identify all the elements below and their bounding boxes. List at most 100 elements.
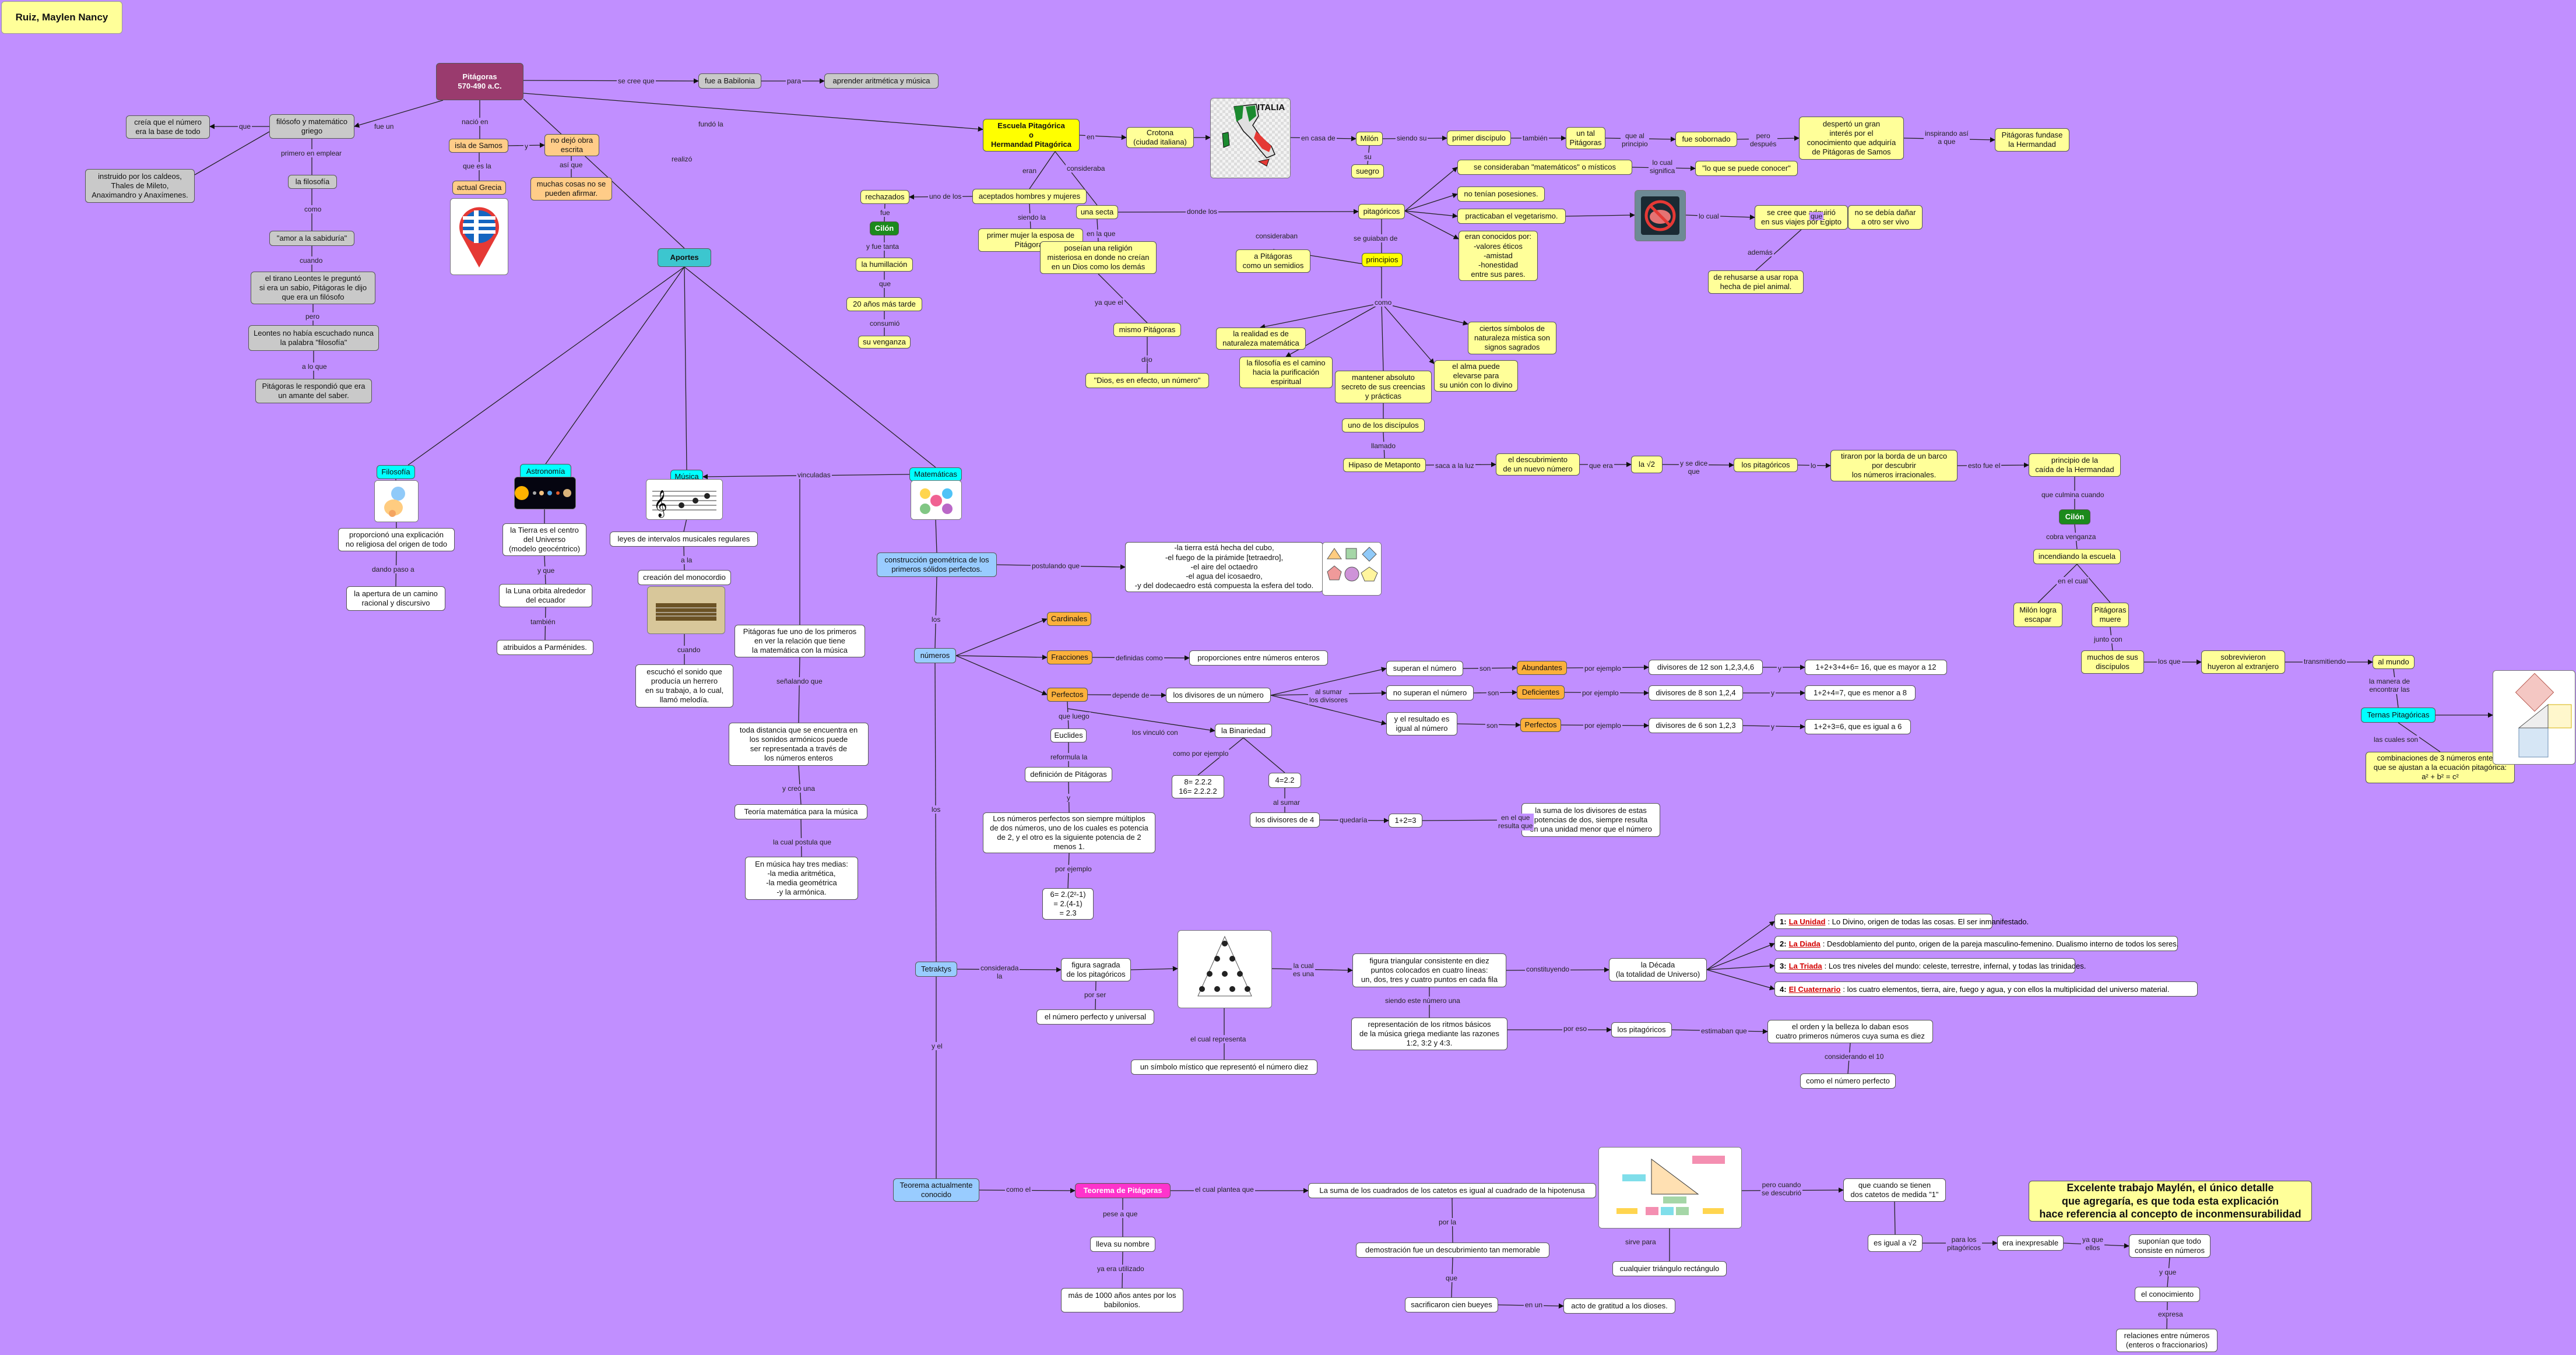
node-isla-samos[interactable]: isla de Samos [449,139,508,153]
node-principio-caida[interactable]: principio de la caída de la Hermandad [2029,453,2121,477]
node-no-dejo[interactable]: no dejó obra escrita [544,134,599,156]
node-div-12[interactable]: divisores de 12 son 1,2,3,4,6 [1649,660,1763,675]
node-mas-1000[interactable]: más de 1000 años antes por los babilonio… [1061,1288,1183,1312]
node-teorema-pitagoras[interactable]: Teorema de Pitágoras [1075,1183,1171,1198]
node-fue-babilonia[interactable]: fue a Babilonia [698,73,761,89]
node-ejemplo-8[interactable]: 8= 2.2.2 16= 2.2.2.2 [1172,775,1224,798]
node-escucho[interactable]: escuchó el sonido que producía un herrer… [635,664,733,708]
node-aprender-aritmetica[interactable]: aprender aritmética y música [824,73,939,89]
node-como-numero-perfecto[interactable]: como el número perfecto [1800,1074,1896,1089]
node-no-superan[interactable]: no superan el número [1386,685,1474,701]
node-descubrimiento[interactable]: el descubrimiento de un nuevo número [1496,453,1580,476]
node-div-8[interactable]: divisores de 8 son 1,2,4 [1649,685,1743,701]
node-uno-discipulos[interactable]: uno de los discípulos [1342,418,1425,432]
node-deficientes[interactable]: Deficientes [1517,685,1565,699]
node-el-conocimiento[interactable]: el conocimiento [2135,1287,2200,1302]
node-luna-orbita[interactable]: la Luna orbita alrededor del ecuador [499,584,592,607]
node-tierra-centro[interactable]: la Tierra es el centro del Universo (mod… [502,523,586,556]
node-la-apertura[interactable]: la apertura de un camino racional y disc… [346,586,445,611]
node-suma-divisores[interactable]: la suma de los divisores de estas potenc… [1521,803,1660,837]
node-euclides[interactable]: Euclides [1050,728,1087,742]
node-numeros[interactable]: números [914,648,956,663]
node-1-mas-2[interactable]: 1+2=3 [1389,814,1422,828]
node-desperto[interactable]: despertó un gran interés por el conocimi… [1799,117,1904,160]
node-escuela-pitagorica[interactable]: Escuela Pitagórica o Hermandad Pitagóric… [983,119,1080,152]
node-era-inexpresable[interactable]: era inexpresable [1997,1236,2064,1251]
node-lleva-nombre[interactable]: lleva su nombre [1090,1237,1155,1252]
node-proporciones[interactable]: proporciones entre números enteros [1189,650,1328,666]
node-a-pitagoras-semidios[interactable]: a Pitágoras como un semidios [1236,249,1310,273]
node-formula-6[interactable]: 6= 2.(2²-1) = 2.(4-1) = 2.3 [1042,888,1094,920]
node-pitagoras-fundase[interactable]: Pitágoras fundase la Hermandad [1995,128,2069,152]
tetraktys-item-key[interactable]: El Cuaternario [1788,984,1841,994]
node-actual-grecia[interactable]: actual Grecia [452,181,506,195]
node-pitagoricos[interactable]: pitagóricos [1358,204,1405,219]
node-relaciones[interactable]: relaciones entre números (enteros o frac… [2116,1329,2217,1352]
node-acto-gratitud[interactable]: acto de gratitud a los dioses. [1563,1298,1675,1314]
node-orden-belleza[interactable]: el orden y la belleza lo daban esos cuat… [1767,1020,1933,1043]
node-pitagoras-respondio[interactable]: Pitágoras le respondió que era un amante… [255,379,372,403]
node-decada[interactable]: la Década (la totalidad de Universo) [1609,958,1707,981]
node-filosofia-camino[interactable]: la filosofía es el camino hacia la purif… [1239,357,1333,388]
node-aceptados[interactable]: aceptados hombres y mujeres [972,189,1087,204]
node-no-tenian[interactable]: no tenían posesiones. [1457,186,1545,202]
node-eran-conocidos[interactable]: eran conocidos por: -valores éticos -ami… [1459,231,1538,281]
node-pitagoras-muere[interactable]: Pitágoras muere [2092,603,2129,627]
node-atribuidos[interactable]: atribuidos a Parménides. [497,640,593,655]
node-numero-perfecto[interactable]: el número perfecto y universal [1036,1009,1154,1025]
node-hipaso[interactable]: Hipaso de Metaponto [1343,458,1426,472]
node-milon[interactable]: Milón [1356,132,1383,146]
node-div-6[interactable]: divisores de 6 son 1,2,3 [1649,718,1743,733]
node-teorema-conocido[interactable]: Teorema actualmente conocido [893,1178,979,1202]
node-definicion[interactable]: definición de Pitágoras [1025,767,1112,782]
node-es-igual-raiz[interactable]: es igual a √2 [1868,1234,1923,1252]
node-divisores-4[interactable]: los divisores de 4 [1250,812,1320,828]
node-res-12[interactable]: 1+2+3+4+6= 16, que es mayor a 12 [1805,660,1947,675]
node-primer-mujer[interactable]: primer mujer la esposa de Pitágoras [978,228,1083,252]
node-incendiando[interactable]: incendiando la escuela [2033,549,2121,564]
node-mantener[interactable]: mantener absoluto secreto de sus creenci… [1335,371,1432,403]
node-abundantes[interactable]: Abundantes [1517,661,1567,675]
tetraktys-item-1[interactable]: 1:La Unidad: Lo Divino, origen de todas … [1774,914,2029,929]
node-ciertos-simbolos[interactable]: ciertos símbolos de naturaleza mística s… [1468,322,1556,354]
node-superan[interactable]: superan el número [1386,661,1463,676]
node-crotona[interactable]: Crotona (ciudad italiana) [1126,127,1194,148]
node-proporciono[interactable]: proporcionó una explicación no religiosa… [338,528,455,551]
node-dios-numero[interactable]: "Dios, es en efecto, un número" [1085,373,1209,388]
node-figura-sagrada[interactable]: figura sagrada de los pitagóricos [1061,958,1131,981]
node-creacion[interactable]: creación del monocordio [638,570,731,585]
node-tiraron[interactable]: tiraron por la borda de un barco por des… [1830,450,1958,481]
node-representacion[interactable]: representación de los ritmos básicos de … [1351,1018,1507,1050]
node-fracciones[interactable]: Fracciones [1047,650,1092,664]
node-se-cree-egipto[interactable]: se cree que adquirió en sus viajes por E… [1755,205,1848,230]
node-instruido[interactable]: instruido por los caldeos, Thales de Mil… [85,169,195,203]
node-suponian[interactable]: suponían que todo consiste en números [2129,1234,2210,1258]
node-suegro[interactable]: suegro [1351,164,1384,178]
tetraktys-item-key[interactable]: La Triada [1788,961,1822,970]
node-lo-que-se-puede[interactable]: "lo que se puede conocer" [1695,161,1798,176]
node-suma-cuadrados[interactable]: La suma de los cuadrados de los catetos … [1308,1183,1596,1198]
node-en-musica[interactable]: En música hay tres medias: -la media ari… [745,857,858,900]
node-veinte-anos[interactable]: 20 años más tarde [846,297,922,311]
node-cilon-venganza[interactable]: Cilón [2059,509,2090,525]
node-su-venganza[interactable]: su venganza [858,336,911,349]
node-cuatro-2[interactable]: 4=2.2 [1268,773,1301,788]
node-los-pitagoricos-hipaso[interactable]: los pitagóricos [1734,458,1798,472]
node-leontes[interactable]: Leontes no había escuchado nunca la pala… [248,325,379,351]
node-fue-sobornado[interactable]: fue sobornado [1675,132,1737,147]
root-node-pitagoras[interactable]: Pitágoras 570-490 a.C. [436,63,523,100]
node-perfectos-2[interactable]: Perfectos [1520,718,1561,732]
node-de-rehusarse[interactable]: de rehusarse a usar ropa hecha de piel a… [1708,270,1804,294]
node-realidad[interactable]: la realidad es de naturaleza matemática [1216,328,1306,350]
tetraktys-item-3[interactable]: 3:La Triada: Los tres niveles del mundo:… [1774,958,2086,973]
node-amor-sabiduria[interactable]: "amor a la sabiduría" [269,231,354,246]
node-principios[interactable]: principios [1362,253,1403,267]
node-milon-escapa[interactable]: Milón logra escapar [2013,603,2062,627]
node-divisores-numero[interactable]: los divisores de un número [1166,688,1271,703]
node-perfectos[interactable]: Perfectos [1047,688,1088,702]
tetraktys-item-key[interactable]: La Diada [1788,939,1821,948]
node-muchas-cosas[interactable]: muchas cosas no se pueden afirmar. [530,177,612,200]
tetraktys-item-key[interactable]: La Unidad [1788,917,1826,926]
node-cilon[interactable]: Cilón [870,221,899,235]
node-perfectos-siempre[interactable]: Los números perfectos son siempre múltip… [983,812,1155,853]
